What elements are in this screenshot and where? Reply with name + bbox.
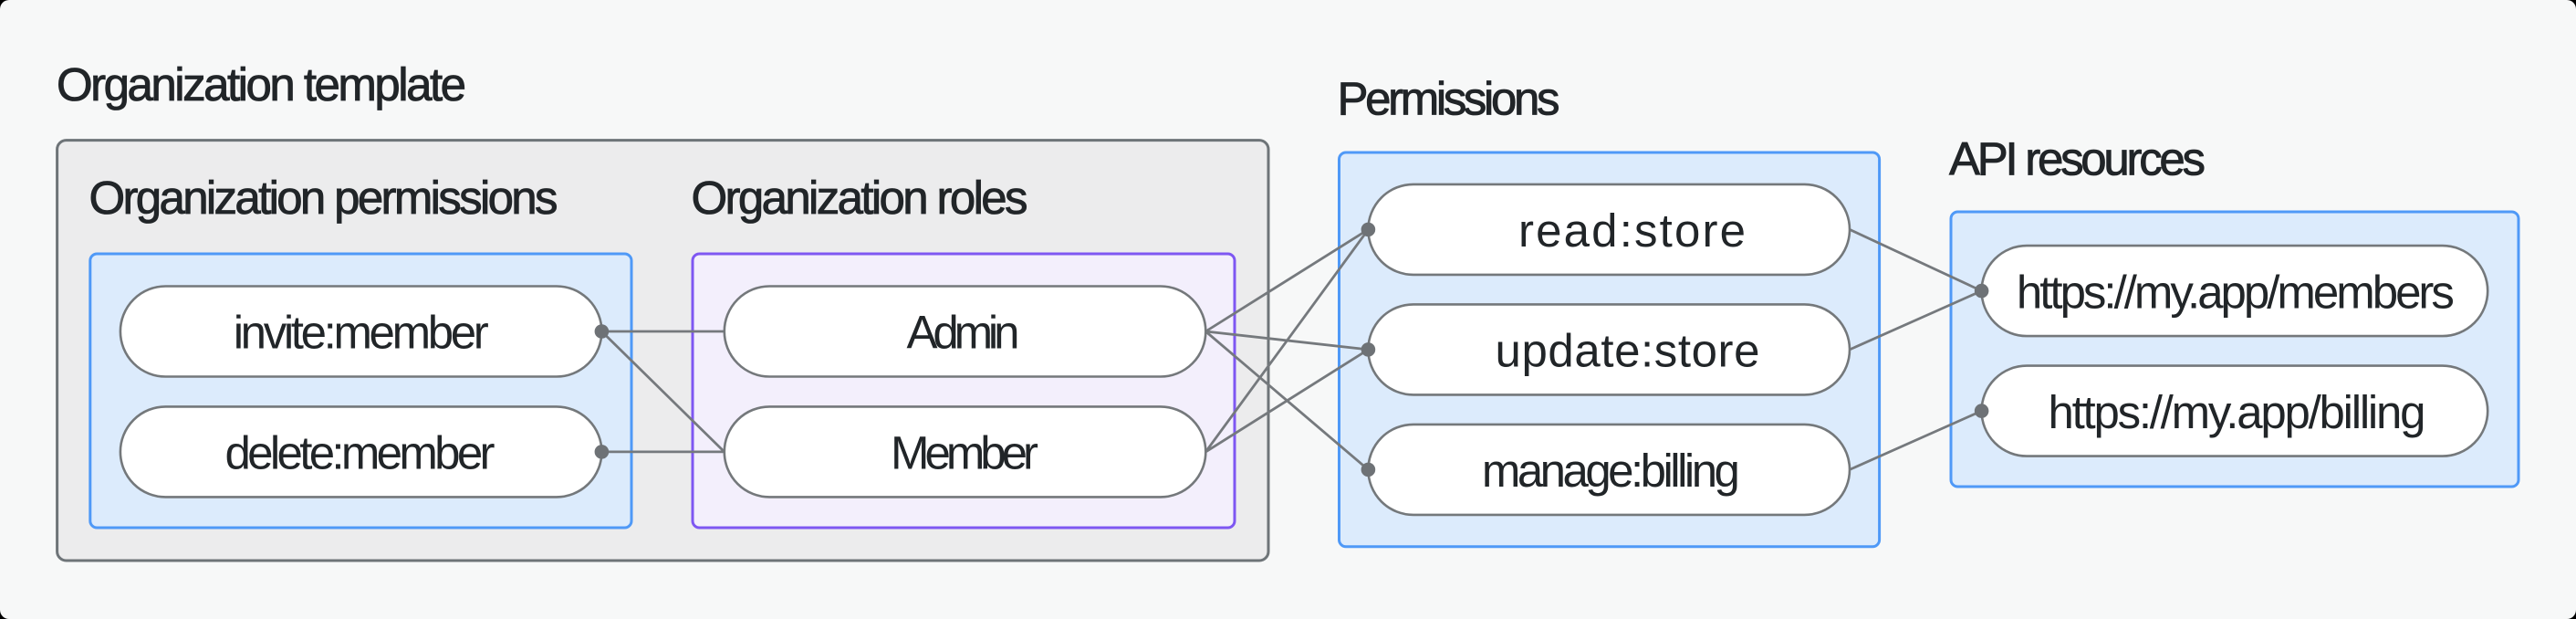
svg-text:https://my.app/billing: https://my.app/billing [2049,386,2426,438]
svg-text:delete:member: delete:member [225,426,495,478]
svg-text:Organization template: Organization template [57,58,466,110]
svg-text:read:store: read:store [1518,205,1746,257]
svg-text:update:store: update:store [1496,324,1760,376]
svg-text:Admin: Admin [907,307,1020,359]
svg-text:invite:member: invite:member [234,307,489,359]
svg-text:Organization roles: Organization roles [692,172,1028,224]
svg-text:Organization permissions: Organization permissions [89,172,558,224]
svg-text:Member: Member [891,426,1038,478]
svg-text:manage:billing: manage:billing [1482,445,1740,497]
svg-text:Permissions: Permissions [1338,72,1560,124]
svg-text:API resources: API resources [1949,133,2206,185]
svg-text:https://my.app/members: https://my.app/members [2017,267,2455,319]
